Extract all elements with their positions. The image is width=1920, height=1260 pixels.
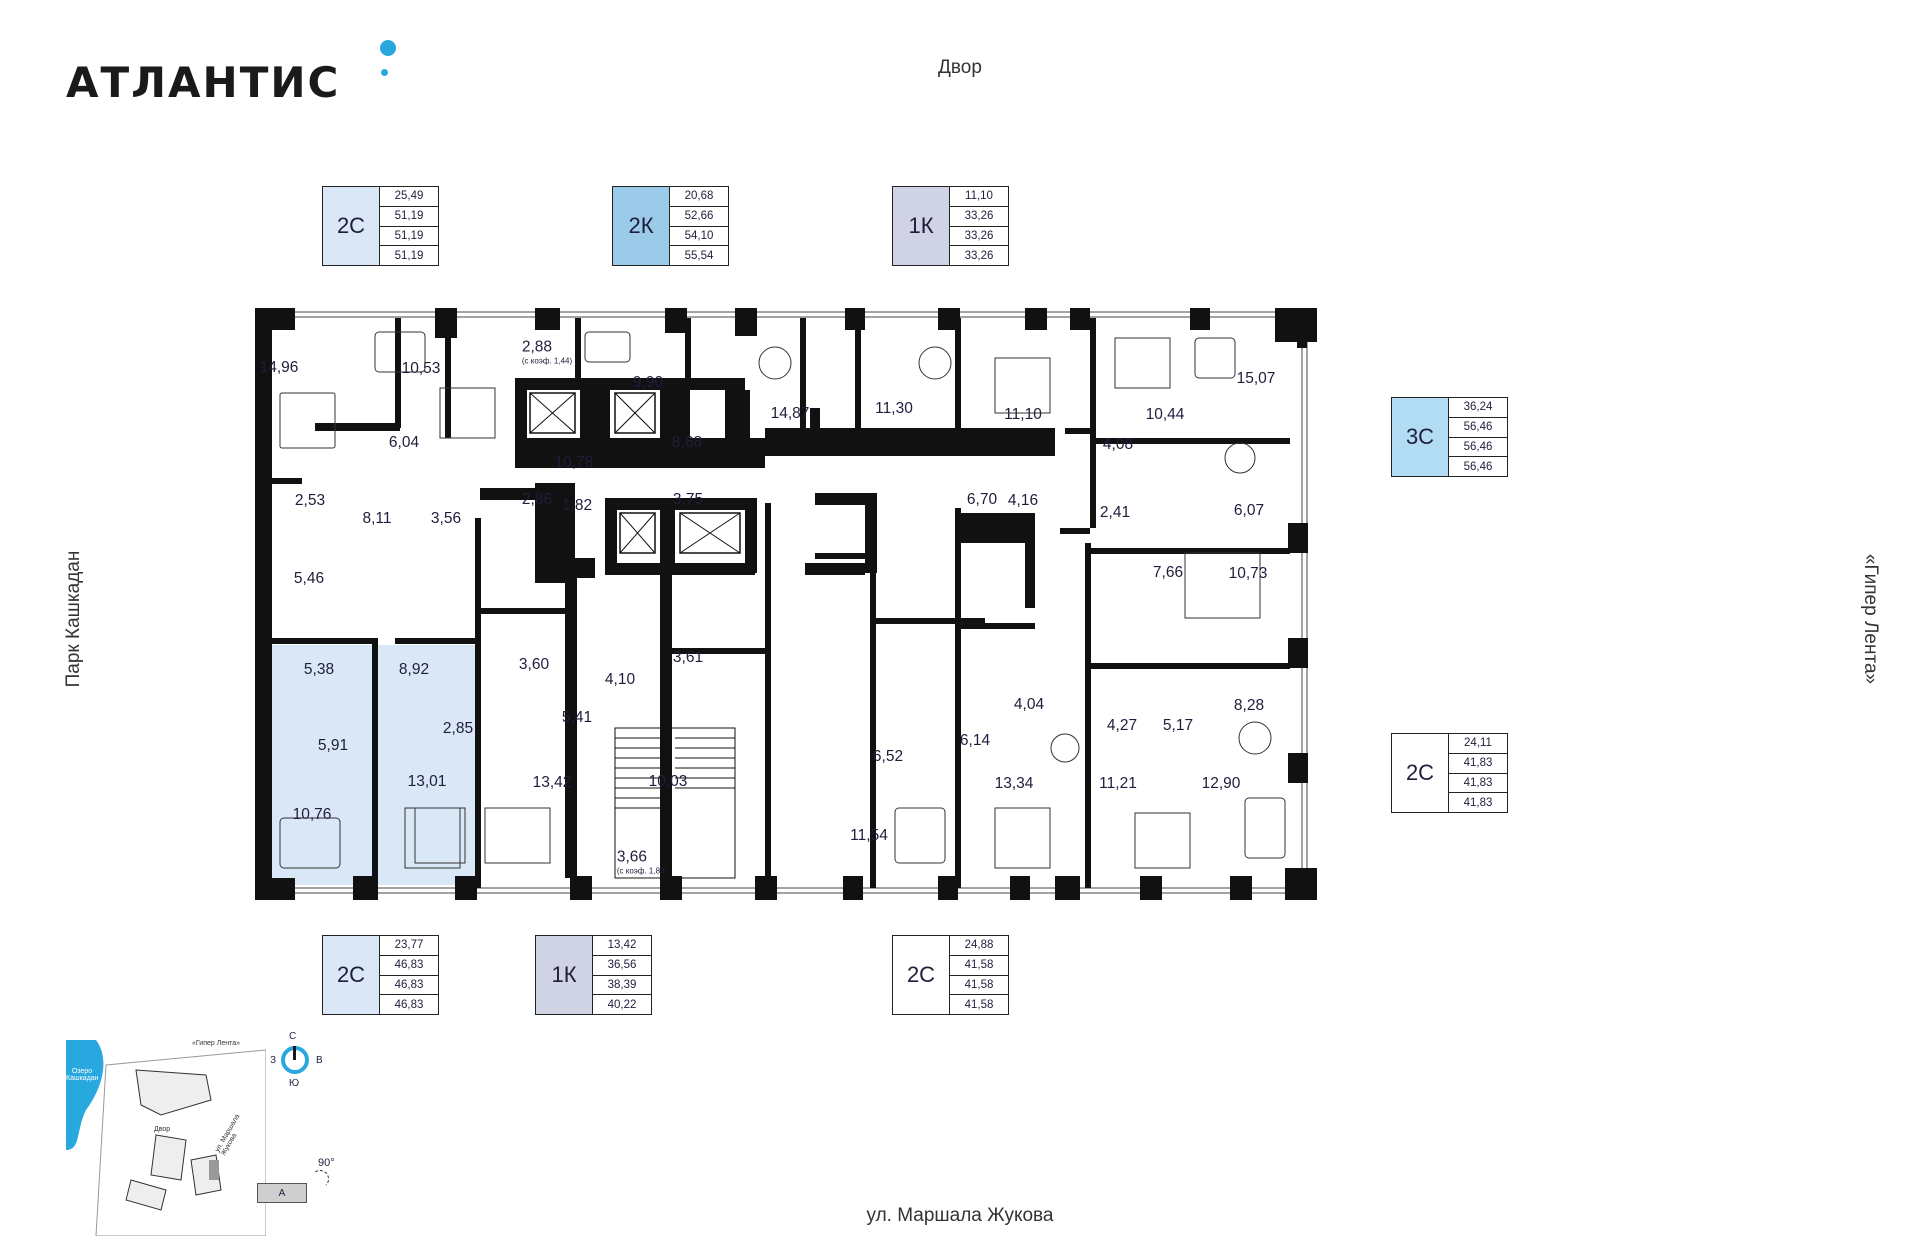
room-area: 5,41 [561,709,593,726]
room-area: 8,92 [398,661,430,678]
room-area: 8,11 [362,510,392,527]
floor-plan-walls [255,308,1317,900]
room-area: 3,66(с коэф. 1,83) [616,848,668,876]
room-area: 12,90 [1201,775,1241,792]
compass-south: Ю [289,1078,300,1089]
site-minimap-svg [66,1040,267,1237]
room-area: 6,14 [959,732,991,749]
room-area: 8,68 [671,434,703,451]
room-area: 3,61 [672,649,704,666]
room-area: 10,53 [401,360,441,377]
room-area: 7,66 [1152,564,1184,581]
room-area: 11,21 [1099,775,1137,792]
room-area: 6,70 [966,491,998,508]
minimap-lake-label: Озеро Кашкадан [66,1068,99,1082]
room-area: 6,07 [1233,502,1265,519]
room-area: 5,17 [1162,717,1194,734]
rotation-label: 90° [318,1157,335,1169]
room-area: 9,90 [632,374,664,391]
room-area: 2,53 [294,492,326,509]
logo-dot-icon [380,40,396,56]
legend-type: 2С [893,936,950,1014]
room-area: 13,34 [994,775,1034,792]
room-area: 2,88(с коэф. 1,44) [521,338,573,366]
room-area: 2,86 [521,491,553,508]
room-area: 13,42 [532,774,572,791]
label-street: ул. Маршала Жукова [866,1205,1054,1226]
brand-logo: АТЛАНТИС [66,58,341,107]
room-area: 10,03 [648,773,688,790]
compass-west: З [270,1055,277,1066]
room-area: 3,75 [672,491,704,508]
room-area: 10,73 [1228,565,1268,582]
room-area: 5,91 [317,737,349,754]
label-yard: Двор [938,57,982,78]
compass-north: С [289,1031,297,1042]
room-area: 15,07 [1236,370,1276,387]
selected-apartment-fill [272,645,359,885]
room-area: 6,04 [388,434,420,451]
room-area: 1,82 [561,497,593,514]
room-area: 6,52 [872,748,904,765]
room-area: 10,76 [292,806,332,823]
room-area: 2,41 [1099,504,1131,521]
room-area: 3,56 [430,510,462,527]
room-area: 4,04 [1013,696,1045,713]
legend-type: 2С [323,187,380,265]
room-area: 4,10 [604,671,636,688]
room-area: 8,28 [1233,697,1265,714]
lake-shape [66,1040,104,1150]
room-area: 14,96 [259,359,299,376]
room-area: 10,44 [1145,406,1185,423]
room-area: 13,01 [407,773,447,790]
section-badge: А [257,1183,307,1203]
legend-type: 2С [323,936,380,1014]
minimap-yard-label: Двор [154,1126,171,1133]
legend-type: 3С [1392,398,1449,476]
room-area: 2,85 [442,720,474,737]
site-minimap: Озеро Кашкадан «Гипер Лента» Двор ул. Ма… [66,1040,267,1237]
legend-type: 1К [536,936,593,1014]
room-area: 4,27 [1106,717,1138,734]
legend-type: 2К [613,187,670,265]
compass-east: В [316,1055,323,1066]
selected-apartment-fill [359,645,477,885]
compass-needle-icon [293,1046,296,1060]
rotation-arrow-icon [311,1170,329,1188]
room-area: 5,38 [303,661,335,678]
legend-type: 2С [1392,734,1449,812]
label-giper: «Гипер Лента» [1860,553,1881,685]
room-area: 10,78 [554,454,594,471]
room-area: 11,30 [875,400,913,417]
minimap-giper-label: «Гипер Лента» [192,1040,240,1047]
room-area: 4,08 [1102,436,1134,453]
room-area: 4,16 [1007,492,1039,509]
room-area: 11,10 [1004,406,1042,423]
room-area: 5,46 [293,570,325,587]
room-area: 3,60 [518,656,550,673]
legend-type: 1К [893,187,950,265]
logo-dot-small-icon [381,69,388,76]
label-park: Парк Кашкадан [63,550,84,688]
room-area: 11,54 [850,827,888,844]
section-a-marker [209,1160,219,1180]
room-area: 14,87 [770,405,810,422]
floor-plan: 14,96 10,53 2,88(с коэф. 1,44) 9,90 14,8… [255,308,1317,900]
